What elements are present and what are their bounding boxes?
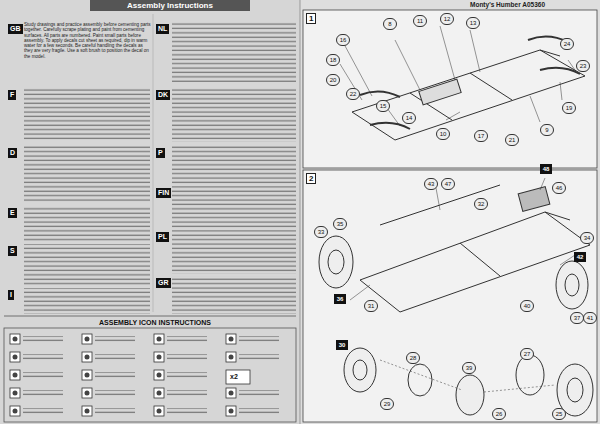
callout-number: 9 bbox=[540, 124, 554, 136]
sheet-title: Assembly Instructions bbox=[90, 0, 250, 11]
step-number: 2 bbox=[306, 173, 316, 184]
instruction-text: Study drawings and practice assembly bef… bbox=[24, 22, 152, 59]
callout-number: 26 bbox=[492, 408, 506, 420]
box-text: S bbox=[10, 247, 15, 254]
language-code: I bbox=[8, 290, 14, 300]
box-text: PL bbox=[158, 233, 167, 240]
callout-number: 14 bbox=[402, 112, 416, 124]
callout-number: 15 bbox=[376, 100, 390, 112]
callout-square: 42 bbox=[574, 252, 586, 262]
box-text: GR bbox=[158, 279, 169, 286]
callout-number: 37 bbox=[570, 312, 584, 324]
callout-number: 32 bbox=[474, 198, 488, 210]
model-title: Monty's Humber A05360 bbox=[470, 1, 545, 8]
callout-number: 27 bbox=[520, 348, 534, 360]
callout-number: 8 bbox=[383, 18, 397, 30]
language-code: E bbox=[8, 208, 17, 218]
box-text: F bbox=[10, 91, 14, 98]
callout-number: 16 bbox=[336, 34, 350, 46]
language-code: FIN bbox=[156, 188, 171, 198]
callout-square: 30 bbox=[336, 340, 348, 350]
language-code: D bbox=[8, 148, 17, 158]
callout-number: 43 bbox=[424, 178, 438, 190]
callout-square: 36 bbox=[334, 294, 346, 304]
language-code: P bbox=[156, 148, 165, 158]
language-code: S bbox=[8, 246, 17, 256]
box-text: FIN bbox=[158, 189, 169, 196]
callout-number: 19 bbox=[562, 102, 576, 114]
callout-number: 34 bbox=[580, 232, 594, 244]
callout-number: 17 bbox=[474, 130, 488, 142]
language-code: NL bbox=[156, 24, 169, 34]
language-code: GB bbox=[8, 24, 23, 34]
box-text: GB bbox=[10, 25, 21, 32]
callout-number: 10 bbox=[436, 128, 450, 140]
callout-number: 41 bbox=[583, 312, 597, 324]
box-text: NL bbox=[158, 25, 167, 32]
callout-number: 11 bbox=[413, 15, 427, 27]
callout-number: 13 bbox=[466, 17, 480, 29]
language-code: PL bbox=[156, 232, 169, 242]
callout-number: 21 bbox=[505, 134, 519, 146]
callout-number: 12 bbox=[440, 13, 454, 25]
box-text: 1 bbox=[309, 14, 313, 23]
callout-number: 33 bbox=[314, 226, 328, 238]
box-text: E bbox=[10, 209, 15, 216]
language-code: F bbox=[8, 90, 16, 100]
callout-number: 31 bbox=[364, 300, 378, 312]
callout-square: 48 bbox=[540, 164, 552, 174]
step-number: 1 bbox=[306, 13, 316, 24]
box-text: 2 bbox=[309, 174, 313, 183]
callout-number: 40 bbox=[520, 300, 534, 312]
icon-text: x2 bbox=[230, 373, 238, 380]
language-code: DK bbox=[156, 90, 170, 100]
callout-number: 20 bbox=[326, 74, 340, 86]
callout-number: 46 bbox=[552, 182, 566, 194]
callout-number: 18 bbox=[326, 54, 340, 66]
box-text: D bbox=[10, 149, 15, 156]
callout-number: 29 bbox=[380, 398, 394, 410]
callout-number: 35 bbox=[333, 218, 347, 230]
callout-number: 24 bbox=[560, 38, 574, 50]
callout-number: 22 bbox=[346, 88, 360, 100]
box-text: I bbox=[10, 291, 12, 298]
box-text: DK bbox=[158, 91, 168, 98]
box-text: P bbox=[158, 149, 163, 156]
language-code: GR bbox=[156, 278, 171, 288]
section-heading: ASSEMBLY ICON INSTRUCTIONS bbox=[95, 319, 215, 326]
callout-number: 47 bbox=[441, 178, 455, 190]
callout-number: 28 bbox=[406, 352, 420, 364]
callout-number: 39 bbox=[462, 362, 476, 374]
callout-number: 25 bbox=[552, 408, 566, 420]
callout-number: 23 bbox=[576, 60, 590, 72]
